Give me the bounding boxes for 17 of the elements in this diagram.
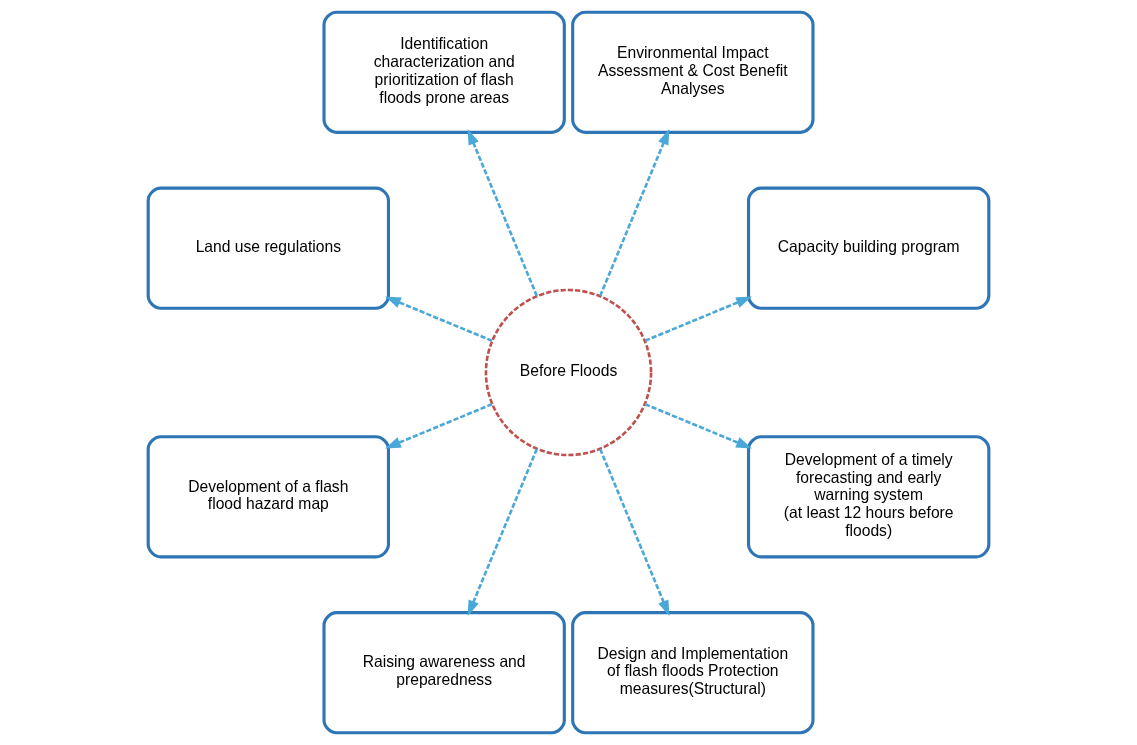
node-box: Land use regulations bbox=[146, 186, 391, 310]
node-box: Identification characterization and prioritization of flash floods prone areas bbox=[322, 10, 566, 134]
node-box: Environmental Impact Assessment & Cost Benefit Analyses bbox=[571, 10, 815, 134]
arrow bbox=[644, 403, 752, 449]
node-box: Raising awareness and preparedness bbox=[322, 611, 566, 735]
node-box: Development of a timely forecasting and early warning system (at least 12 hours before floods) bbox=[746, 435, 991, 559]
arrow bbox=[385, 296, 493, 342]
node-box: Design and Implementation of flash floods Protection measures(Structural) bbox=[571, 611, 815, 735]
arrow bbox=[467, 448, 538, 616]
arrow bbox=[599, 129, 670, 297]
arrow bbox=[644, 296, 752, 342]
arrow bbox=[599, 448, 670, 616]
node-box: Development of a flash flood hazard map bbox=[146, 435, 391, 559]
arrow bbox=[385, 403, 493, 449]
node-circle: Before Floods bbox=[484, 288, 653, 457]
node-box: Capacity building program bbox=[746, 186, 991, 310]
arrow bbox=[467, 129, 538, 297]
